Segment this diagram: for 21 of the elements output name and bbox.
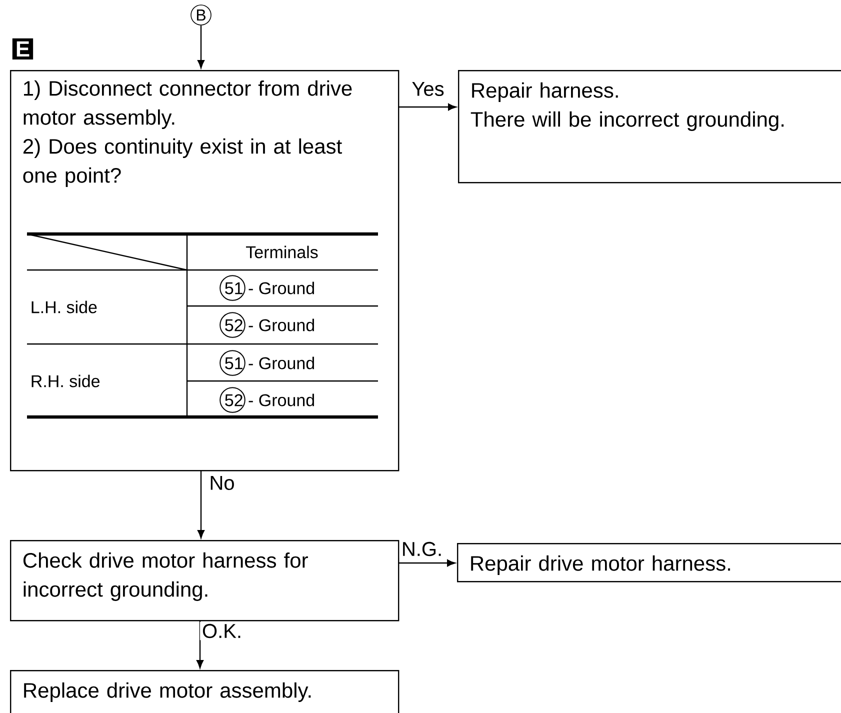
arrow — [197, 25, 205, 68]
table-cell: 52 - Ground — [220, 312, 314, 338]
arrow — [398, 560, 456, 567]
edge-label: No — [207, 474, 237, 492]
step-box: Repair harness. There will be incorrect grounding. — [458, 70, 841, 184]
arrow — [398, 103, 456, 111]
step-box: Repair drive motor harness. — [457, 543, 841, 582]
step-box: Check drive motor harness for incorrect grounding. — [10, 540, 400, 622]
table-cell: 52 - Ground — [220, 387, 314, 413]
edge-label: Yes — [410, 80, 446, 98]
table-cell: 51 - Ground — [220, 275, 314, 301]
node-label: E — [16, 41, 30, 57]
table-cell: R.H. side — [32, 374, 100, 388]
edge-label: N.G. — [399, 540, 445, 558]
edge-label: O.K. — [200, 622, 244, 640]
step-box: Replace drive motor assembly. — [10, 670, 400, 713]
table-cell: L.H. side — [32, 300, 97, 314]
table-cell: Terminals — [246, 246, 318, 258]
arrow — [196, 620, 204, 668]
arrow — [197, 470, 205, 538]
table-cell: 51 - Ground — [220, 350, 314, 376]
